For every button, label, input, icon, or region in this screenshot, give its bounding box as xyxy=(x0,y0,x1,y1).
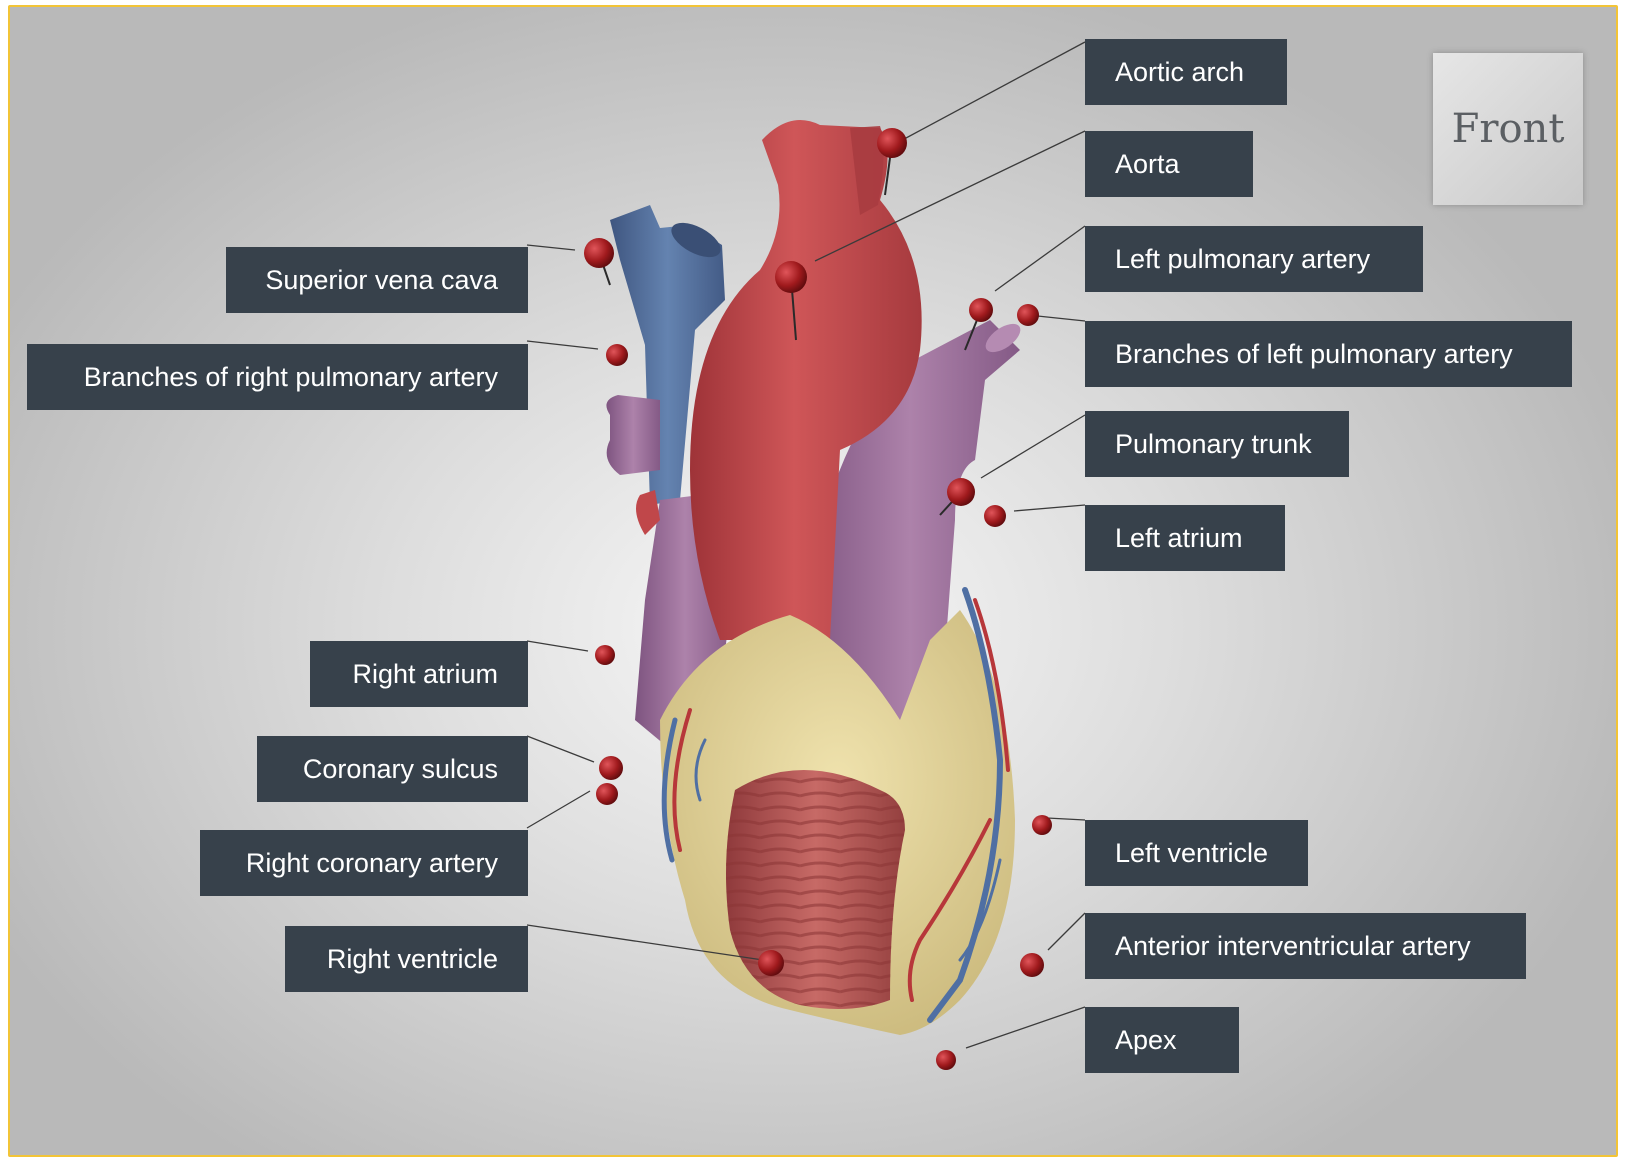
label-anterior-interventricular-artery[interactable]: Anterior interventricular artery xyxy=(1085,913,1526,979)
label-branches-right-pulmonary-artery[interactable]: Branches of right pulmonary artery xyxy=(27,344,528,410)
pin-left-atrium xyxy=(984,505,1006,527)
label-aorta[interactable]: Aorta xyxy=(1085,131,1253,197)
label-pulmonary-trunk[interactable]: Pulmonary trunk xyxy=(1085,411,1349,477)
pin-superior-vena-cava xyxy=(584,238,614,285)
pin-left-ventricle xyxy=(1032,815,1052,835)
label-left-atrium[interactable]: Left atrium xyxy=(1085,505,1285,571)
right-pulmonary-branch-shape xyxy=(606,395,660,475)
label-right-coronary-artery[interactable]: Right coronary artery xyxy=(200,830,528,896)
label-coronary-sulcus[interactable]: Coronary sulcus xyxy=(257,736,528,802)
pin-right-atrium xyxy=(595,645,615,665)
label-aortic-arch[interactable]: Aortic arch xyxy=(1085,39,1287,105)
label-superior-vena-cava[interactable]: Superior vena cava xyxy=(226,247,528,313)
label-left-pulmonary-artery[interactable]: Left pulmonary artery xyxy=(1085,226,1423,292)
pin-branches-right-pulmonary-artery xyxy=(606,344,628,366)
front-view-label: Front xyxy=(1452,106,1565,152)
label-apex[interactable]: Apex xyxy=(1085,1007,1239,1073)
pin-apex xyxy=(936,1050,956,1070)
pin-right-coronary-artery xyxy=(596,783,618,805)
label-right-atrium[interactable]: Right atrium xyxy=(310,641,528,707)
pin-right-ventricle xyxy=(758,950,784,976)
label-right-ventricle[interactable]: Right ventricle xyxy=(285,926,528,992)
label-branches-left-pulmonary-artery[interactable]: Branches of left pulmonary artery xyxy=(1085,321,1572,387)
front-view-button[interactable]: Front xyxy=(1433,53,1583,205)
pin-coronary-sulcus xyxy=(599,756,623,780)
pin-branches-left-pulmonary-artery xyxy=(1017,304,1039,326)
label-left-ventricle[interactable]: Left ventricle xyxy=(1085,820,1308,886)
pin-anterior-interventricular-artery xyxy=(1020,953,1044,977)
